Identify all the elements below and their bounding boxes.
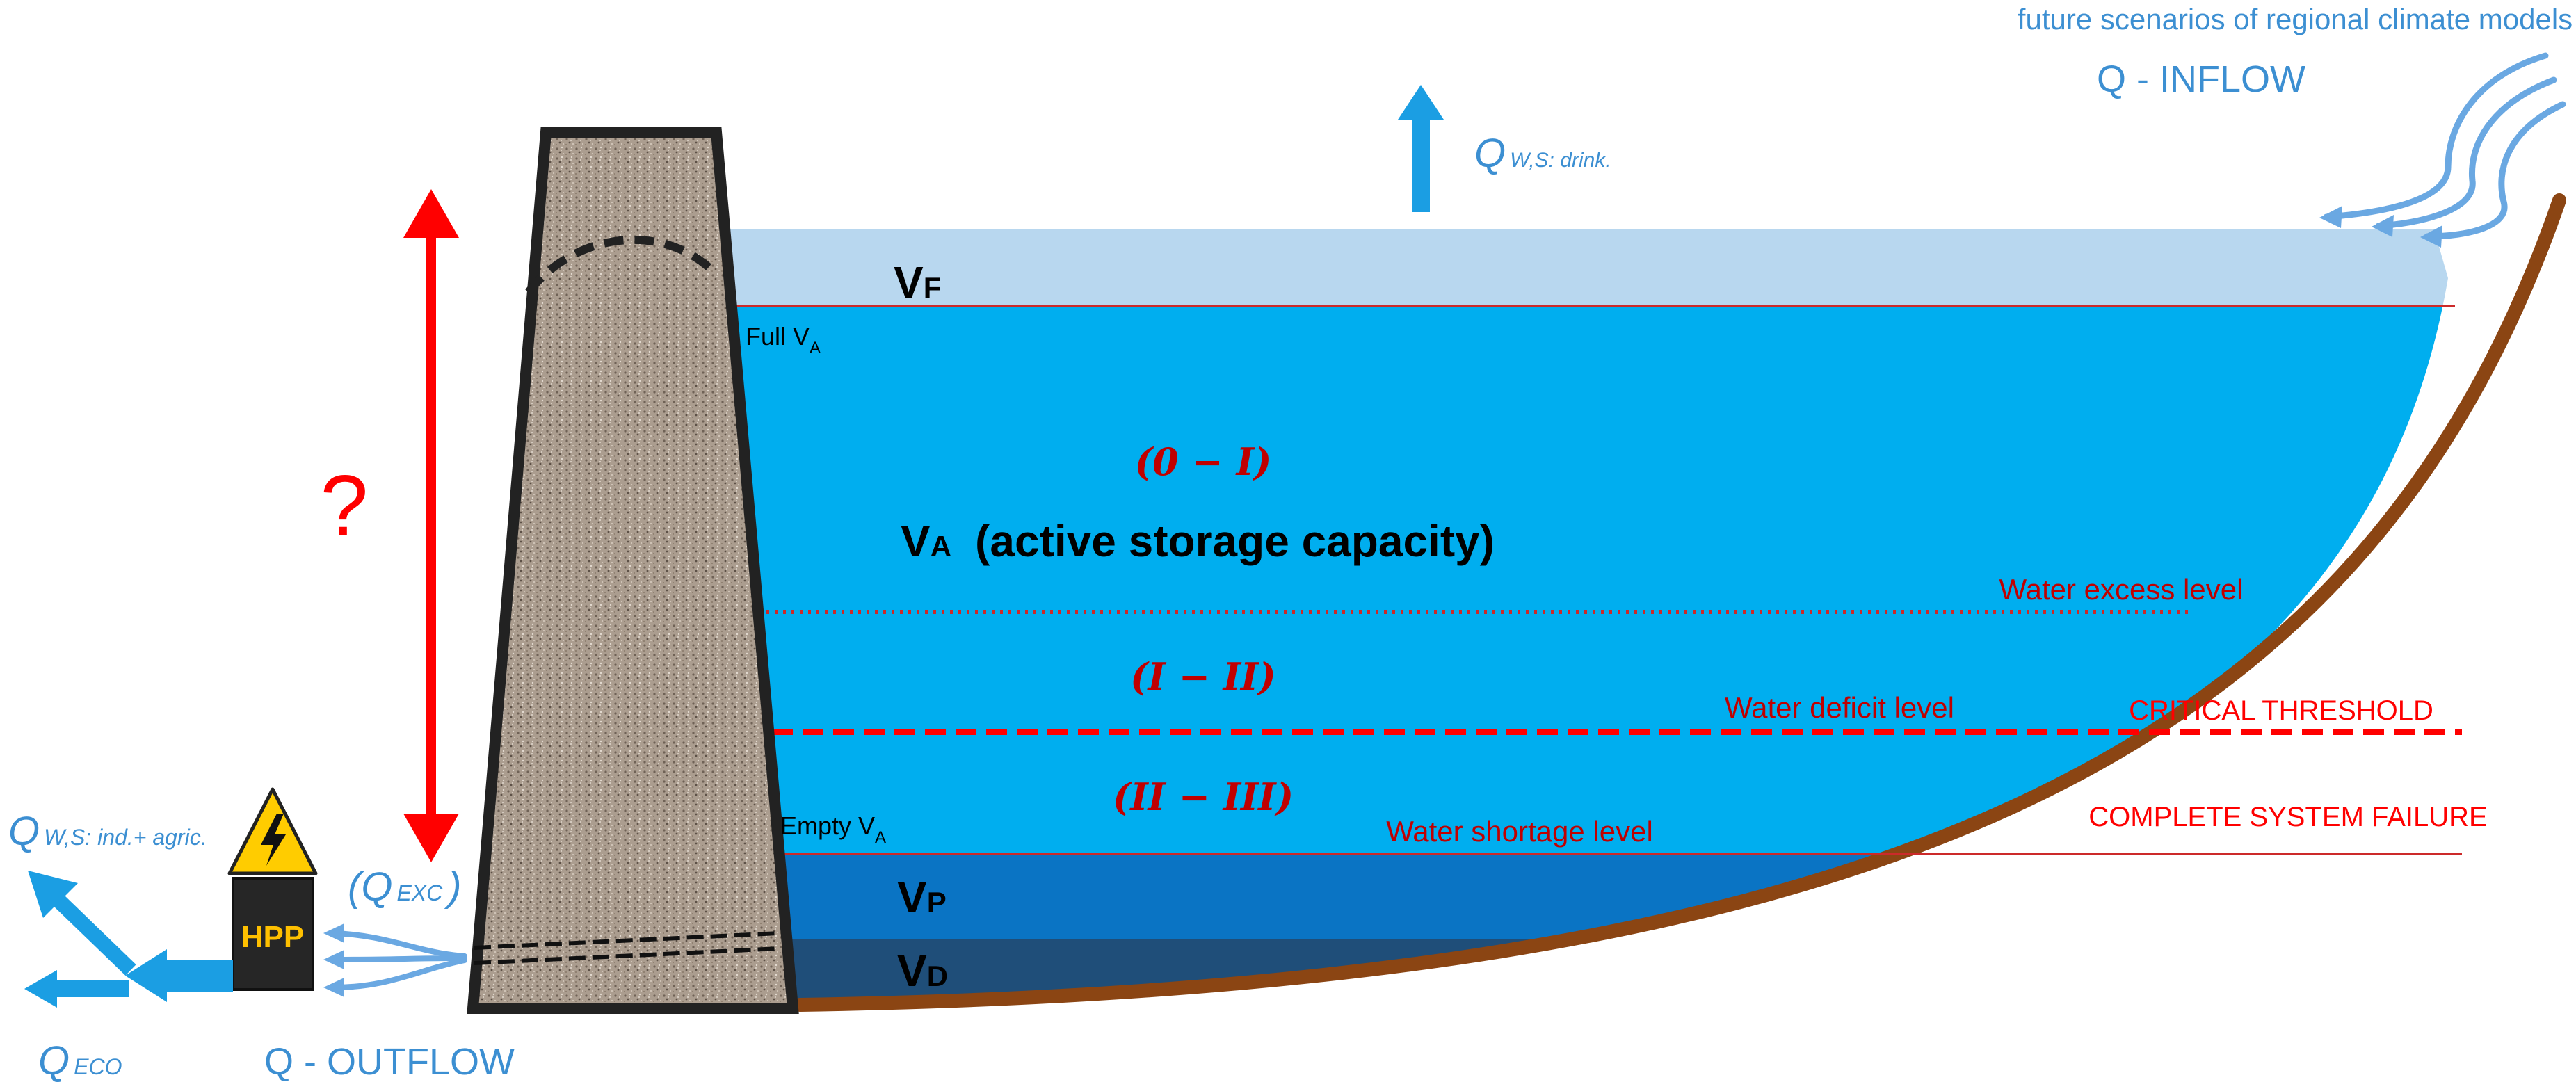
water-shortage-label: Water shortage level [1386, 815, 1653, 848]
passive-volume-label: VP [897, 872, 947, 922]
dam-arch-outline [525, 236, 720, 295]
hpp-label: HPP [241, 920, 304, 954]
zone-label-II-III: (II − III) [1113, 775, 1294, 819]
critical-threshold-label: CRITICAL THRESHOLD [2129, 695, 2433, 726]
water-body [695, 229, 2448, 1005]
complete-failure-label: COMPLETE SYSTEM FAILURE [2088, 802, 2487, 832]
dead-volume-label: VD [897, 946, 948, 996]
main-outflow-arrow [125, 949, 233, 1002]
outlet-flow-lines [323, 923, 467, 997]
inflow-label: Q - INFLOW [2097, 58, 2305, 100]
flood-volume-label: VF [894, 257, 941, 307]
passive-zone [695, 854, 2448, 939]
dam-body [467, 127, 799, 1014]
flood-zone [695, 229, 2448, 306]
eco-flow-arrow [24, 970, 129, 1008]
question-mark: ? [321, 458, 369, 554]
inflow-arrows [2319, 52, 2566, 248]
water-deficit-label: Water deficit level [1725, 691, 1954, 724]
zone-label-0-I: (0 − I) [1135, 439, 1272, 484]
zone-label-I-II: (I − II) [1130, 654, 1276, 699]
height-double-arrow [403, 189, 459, 862]
high-voltage-warning-icon [227, 787, 318, 875]
industrial-agricultural-arrow [28, 871, 136, 976]
water-excess-label: Water excess level [1999, 573, 2244, 606]
outlet-pipe-bottom [474, 946, 780, 965]
inflow-caption: future scenarios of regional climate mod… [2018, 3, 2573, 35]
empty-va-label: Empty VA [780, 812, 886, 847]
outflow-label: Q - OUTFLOW [264, 1041, 515, 1082]
reservoir-bank [793, 193, 2566, 1012]
full-va-label: Full VA [746, 322, 821, 357]
active-volume-label: VA(active storage capacity) [901, 516, 1495, 566]
hpp-box [232, 877, 314, 991]
outlet-pipe-top [474, 931, 780, 950]
drinking-withdrawal-arrow [1398, 85, 1444, 212]
